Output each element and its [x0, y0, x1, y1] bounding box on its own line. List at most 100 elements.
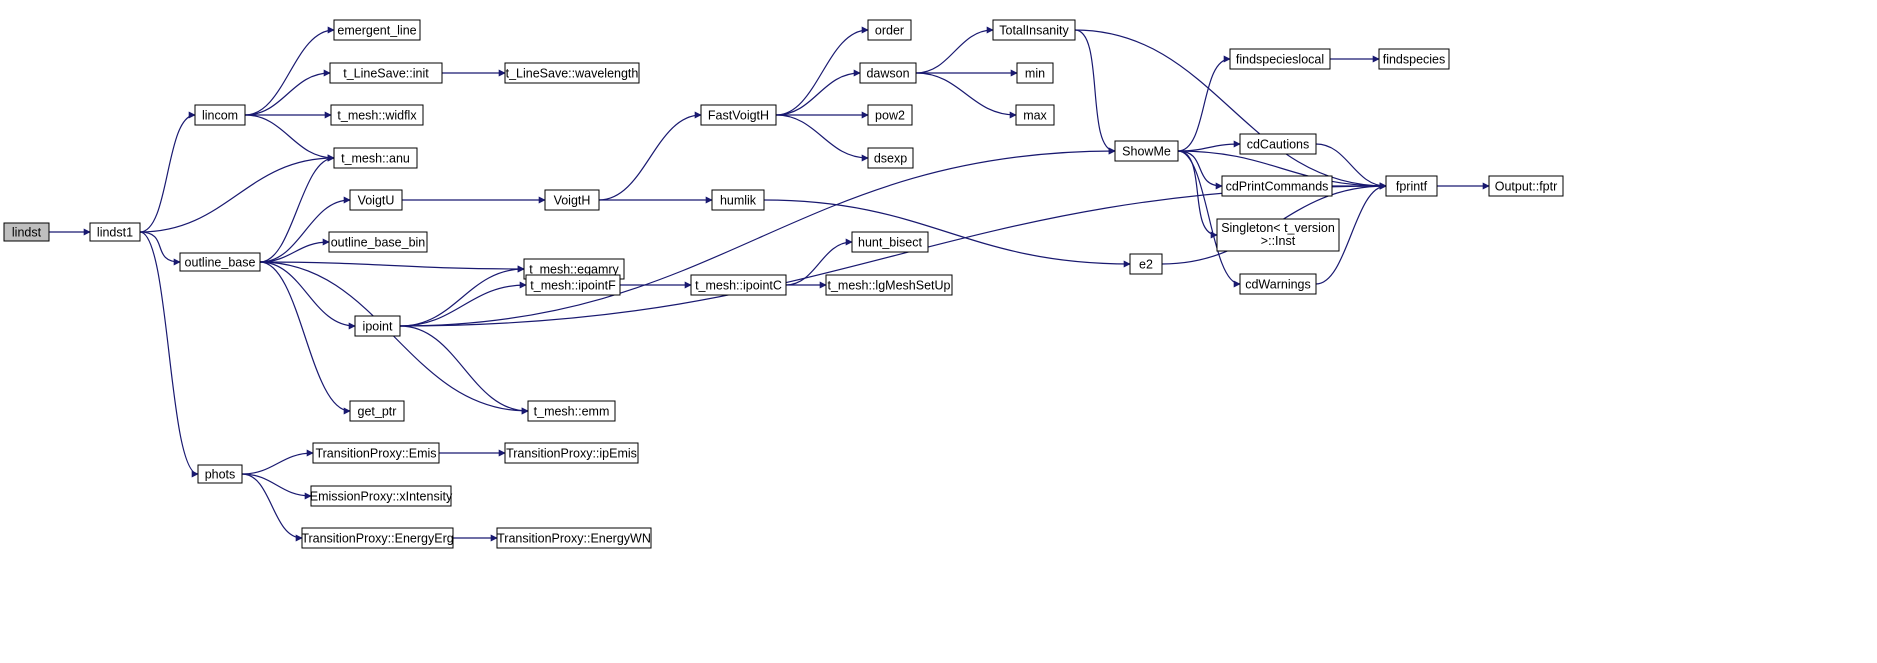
- node-mesh_ipointf[interactable]: t_mesh::ipointF: [525, 274, 621, 296]
- node-tp_ipemis[interactable]: TransitionProxy::ipEmis: [504, 442, 639, 464]
- node-mesh_widflx[interactable]: t_mesh::widflx: [330, 104, 424, 126]
- edge-dawson-to-max: [915, 72, 1017, 119]
- node-e2[interactable]: e2: [1129, 253, 1163, 275]
- node-mesh_ipointc[interactable]: t_mesh::ipointC: [690, 274, 787, 296]
- node-box-cdwarnings: [1239, 273, 1317, 295]
- node-mesh_anu[interactable]: t_mesh::anu: [333, 147, 418, 169]
- node-box-mesh_ipointc: [690, 274, 787, 296]
- edge-humlik-to-e2: [763, 199, 1131, 268]
- node-cdprintcommands[interactable]: cdPrintCommands: [1221, 175, 1333, 197]
- node-lindst1[interactable]: lindst1: [89, 222, 141, 242]
- node-hunt_bisect[interactable]: hunt_bisect: [851, 231, 929, 253]
- node-dawson[interactable]: dawson: [859, 62, 917, 84]
- edge-ipoint-to-showme: [399, 147, 1116, 327]
- node-mesh_emm[interactable]: t_mesh::emm: [527, 400, 616, 422]
- node-dsexp[interactable]: dsexp: [867, 147, 914, 169]
- node-label-humlik: humlik: [720, 194, 757, 208]
- node-box-mesh_anu: [333, 147, 418, 169]
- edge-fastvoigth-to-order: [775, 26, 869, 116]
- node-box-outline_base_bin: [328, 231, 428, 253]
- edge-dawson-to-totalinsanity: [915, 26, 994, 74]
- node-label-fprintf: fprintf: [1396, 180, 1428, 194]
- node-box-dsexp: [867, 147, 914, 169]
- edge-fastvoigth-to-dsexp: [775, 114, 869, 162]
- node-label-mesh_ipointc: t_mesh::ipointC: [695, 279, 782, 293]
- edge-lincom-to-mesh_anu: [244, 114, 335, 162]
- node-fastvoigth[interactable]: FastVoigtH: [700, 104, 777, 126]
- node-showme[interactable]: ShowMe: [1114, 140, 1179, 162]
- node-label-tp_ipemis: TransitionProxy::ipEmis: [506, 447, 637, 461]
- node-ipoint[interactable]: ipoint: [354, 315, 401, 337]
- node-label-cdcautions: cdCautions: [1247, 138, 1310, 152]
- edge-showme-to-findspecieslocal: [1177, 55, 1231, 152]
- node-box-fastvoigth: [700, 104, 777, 126]
- node-max[interactable]: max: [1015, 104, 1055, 126]
- node-cdwarnings[interactable]: cdWarnings: [1239, 273, 1317, 295]
- node-tp_emis[interactable]: TransitionProxy::Emis: [312, 442, 440, 464]
- node-mesh_lgmeshsetup[interactable]: t_mesh::lgMeshSetUp: [825, 274, 953, 296]
- edge-layer: [48, 26, 1490, 542]
- edge-lindst1-to-lincom: [139, 111, 196, 233]
- node-label-singleton: Singleton< t_version>::Inst: [1221, 221, 1335, 248]
- node-label-dsexp: dsexp: [874, 152, 907, 166]
- node-label-cdwarnings: cdWarnings: [1245, 278, 1311, 292]
- node-label-linesave_init: t_LineSave::init: [343, 67, 429, 81]
- node-emergent_line[interactable]: emergent_line: [333, 19, 421, 41]
- node-mesh_egamry[interactable]: t_mesh::egamry: [523, 258, 625, 280]
- node-box-showme: [1114, 140, 1179, 162]
- node-outline_base_bin[interactable]: outline_base_bin: [328, 231, 428, 253]
- node-totalinsanity[interactable]: TotalInsanity: [992, 19, 1076, 41]
- node-get_ptr[interactable]: get_ptr: [349, 400, 405, 422]
- edge-cdwarnings-to-fprintf: [1315, 182, 1387, 285]
- node-findspecies[interactable]: findspecies: [1378, 48, 1450, 70]
- node-label-max: max: [1023, 109, 1047, 123]
- node-findspecieslocal[interactable]: findspecieslocal: [1229, 48, 1331, 70]
- node-humlik[interactable]: humlik: [711, 189, 765, 211]
- node-box-voigtu: [349, 189, 403, 211]
- edge-ipoint-to-mesh_ipointf: [399, 281, 527, 327]
- node-box-mesh_lgmeshsetup: [825, 274, 953, 296]
- node-label-fastvoigth: FastVoigtH: [708, 109, 769, 123]
- node-linesave_wavelength[interactable]: t_LineSave::wavelength: [504, 62, 640, 84]
- node-linesave_init[interactable]: t_LineSave::init: [329, 62, 443, 84]
- node-output_fptr[interactable]: Output::fptr: [1488, 175, 1564, 197]
- node-label-findspecies: findspecies: [1383, 53, 1446, 67]
- node-voigtu[interactable]: VoigtU: [349, 189, 403, 211]
- node-label-pow2: pow2: [875, 109, 905, 123]
- node-pow2[interactable]: pow2: [867, 104, 913, 126]
- node-tp_energyerg[interactable]: TransitionProxy::EnergyErg: [301, 527, 454, 549]
- edge-showme-to-fprintf: [1177, 150, 1387, 190]
- node-outline_base[interactable]: outline_base: [179, 252, 261, 272]
- node-tp_energywn[interactable]: TransitionProxy::EnergyWN: [496, 527, 652, 549]
- node-ep_xintensity[interactable]: EmissionProxy::xIntensity: [310, 485, 453, 507]
- edge-ipoint-to-mesh_egamry: [399, 265, 525, 327]
- node-lincom[interactable]: lincom: [194, 104, 246, 126]
- edge-lincom-to-emergent_line: [244, 26, 335, 116]
- node-box-mesh_emm: [527, 400, 616, 422]
- node-label-ep_xintensity: EmissionProxy::xIntensity: [310, 490, 453, 504]
- edge-outline_base-to-mesh_egamry: [259, 261, 525, 273]
- node-box-lindst1: [89, 222, 141, 242]
- node-lindst[interactable]: lindst: [3, 222, 50, 242]
- node-label-tp_emis: TransitionProxy::Emis: [315, 447, 436, 461]
- node-min[interactable]: min: [1016, 62, 1054, 84]
- node-voigth[interactable]: VoigtH: [544, 189, 600, 211]
- node-label-outline_base: outline_base: [185, 256, 256, 270]
- edge-showme-to-cdwarnings: [1177, 150, 1241, 288]
- node-box-pow2: [867, 104, 913, 126]
- node-singleton[interactable]: Singleton< t_version>::Inst: [1216, 218, 1340, 252]
- node-order[interactable]: order: [867, 19, 912, 41]
- edge-lincom-to-linesave_init: [244, 69, 331, 116]
- edge-lindst1-to-mesh_anu: [139, 154, 335, 233]
- node-label-output_fptr: Output::fptr: [1495, 180, 1558, 194]
- node-phots[interactable]: phots: [197, 464, 243, 484]
- edge-phots-to-tp_emis: [241, 449, 314, 475]
- node-cdcautions[interactable]: cdCautions: [1239, 133, 1317, 155]
- node-label-linesave_wavelength: t_LineSave::wavelength: [506, 67, 639, 81]
- node-label-voigth: VoigtH: [554, 194, 591, 208]
- node-fprintf[interactable]: fprintf: [1385, 175, 1438, 197]
- node-box-ep_xintensity: [310, 485, 452, 507]
- node-label-hunt_bisect: hunt_bisect: [858, 236, 922, 250]
- node-box-findspecieslocal: [1229, 48, 1331, 70]
